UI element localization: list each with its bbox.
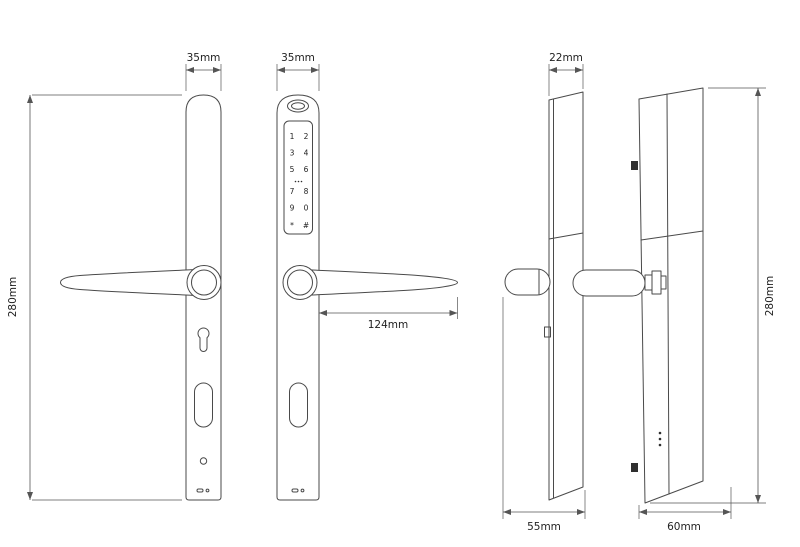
brand-dot xyxy=(294,180,297,183)
dimension-label: 124mm xyxy=(368,319,409,331)
key-2[interactable]: 2 xyxy=(304,132,309,141)
dimension-280mm-left: 280mm xyxy=(7,94,182,501)
handle-lever-side xyxy=(572,269,646,297)
screw-bottom xyxy=(631,463,638,472)
keypad-brand-mark xyxy=(294,180,303,183)
bottom-slot xyxy=(291,488,299,493)
indicator-dot xyxy=(658,443,662,447)
key-7[interactable]: 7 xyxy=(290,187,295,196)
key-8[interactable]: 8 xyxy=(304,187,309,196)
handle-rose-inner xyxy=(287,269,313,296)
bottom-dot xyxy=(205,488,210,493)
handle-lever xyxy=(300,269,458,296)
dimension-280mm-right: 280mm xyxy=(650,87,776,504)
key-3[interactable]: 3 xyxy=(290,149,295,158)
dimension-35mm-mid: 35mm xyxy=(276,52,320,91)
handle-rose-inner xyxy=(191,269,217,296)
handle-lever xyxy=(60,269,198,296)
key-5[interactable]: 5 xyxy=(290,165,295,174)
plate-face-line xyxy=(666,93,670,495)
handle-end-view xyxy=(504,268,551,296)
dimension-label: 55mm xyxy=(527,521,561,533)
dimension-label: 35mm xyxy=(281,52,315,64)
brand-dot xyxy=(300,180,303,183)
keypad-keys: 1 2 3 4 5 6 7 8 9 0 * # xyxy=(290,132,310,230)
handle-base-collar xyxy=(660,275,667,290)
brand-dot xyxy=(297,180,300,183)
view-interior-plate xyxy=(60,94,222,501)
sensor-oval-outer xyxy=(287,99,309,113)
indicator-dots xyxy=(658,431,662,447)
bottom-dot xyxy=(300,488,305,493)
latch-detail xyxy=(544,326,551,338)
dimension-label: 60mm xyxy=(667,521,701,533)
plate-outline xyxy=(276,94,320,501)
dimension-label: 22mm xyxy=(549,52,583,64)
handle-rose-outer xyxy=(282,265,318,300)
plate-profile xyxy=(638,87,704,504)
keypad-panel xyxy=(283,120,313,235)
screw-hole xyxy=(199,457,208,465)
key-0[interactable]: 0 xyxy=(304,204,309,213)
handle-rose-outer xyxy=(186,265,222,300)
cylinder-keyhole xyxy=(197,327,210,352)
key-4[interactable]: 4 xyxy=(304,149,309,158)
oval-cutout xyxy=(194,382,213,428)
view-side-inner xyxy=(504,91,584,501)
plate-seam xyxy=(640,230,704,241)
screw-top xyxy=(631,161,638,170)
key-star[interactable]: * xyxy=(290,221,294,230)
oval-cutout xyxy=(289,382,308,428)
indicator-dot xyxy=(658,431,662,435)
plate-profile xyxy=(548,91,584,501)
dimension-60mm: 60mm xyxy=(638,487,732,533)
key-hash[interactable]: # xyxy=(303,221,309,230)
dimension-124mm: 124mm xyxy=(319,297,458,331)
dimension-35mm-left: 35mm xyxy=(185,52,222,91)
view-side-outer xyxy=(572,87,704,504)
indicator-dot xyxy=(658,437,662,441)
dimension-22mm: 22mm xyxy=(548,52,584,96)
handle-spindle xyxy=(651,270,662,295)
dimension-55mm: 55mm xyxy=(502,297,586,533)
plate-outline xyxy=(185,94,222,501)
dimension-label: 280mm xyxy=(764,276,776,317)
dimension-label: 35mm xyxy=(187,52,221,64)
plate-seam xyxy=(548,232,584,240)
view-exterior-plate: 1 2 3 4 5 6 7 8 9 0 * # xyxy=(276,94,458,501)
key-9[interactable]: 9 xyxy=(290,204,295,213)
handle-neck xyxy=(644,274,653,291)
bottom-slot xyxy=(196,488,204,493)
key-6[interactable]: 6 xyxy=(304,165,309,174)
dimension-label: 280mm xyxy=(7,277,19,318)
sensor-oval-inner xyxy=(291,102,305,110)
key-1[interactable]: 1 xyxy=(290,132,295,141)
